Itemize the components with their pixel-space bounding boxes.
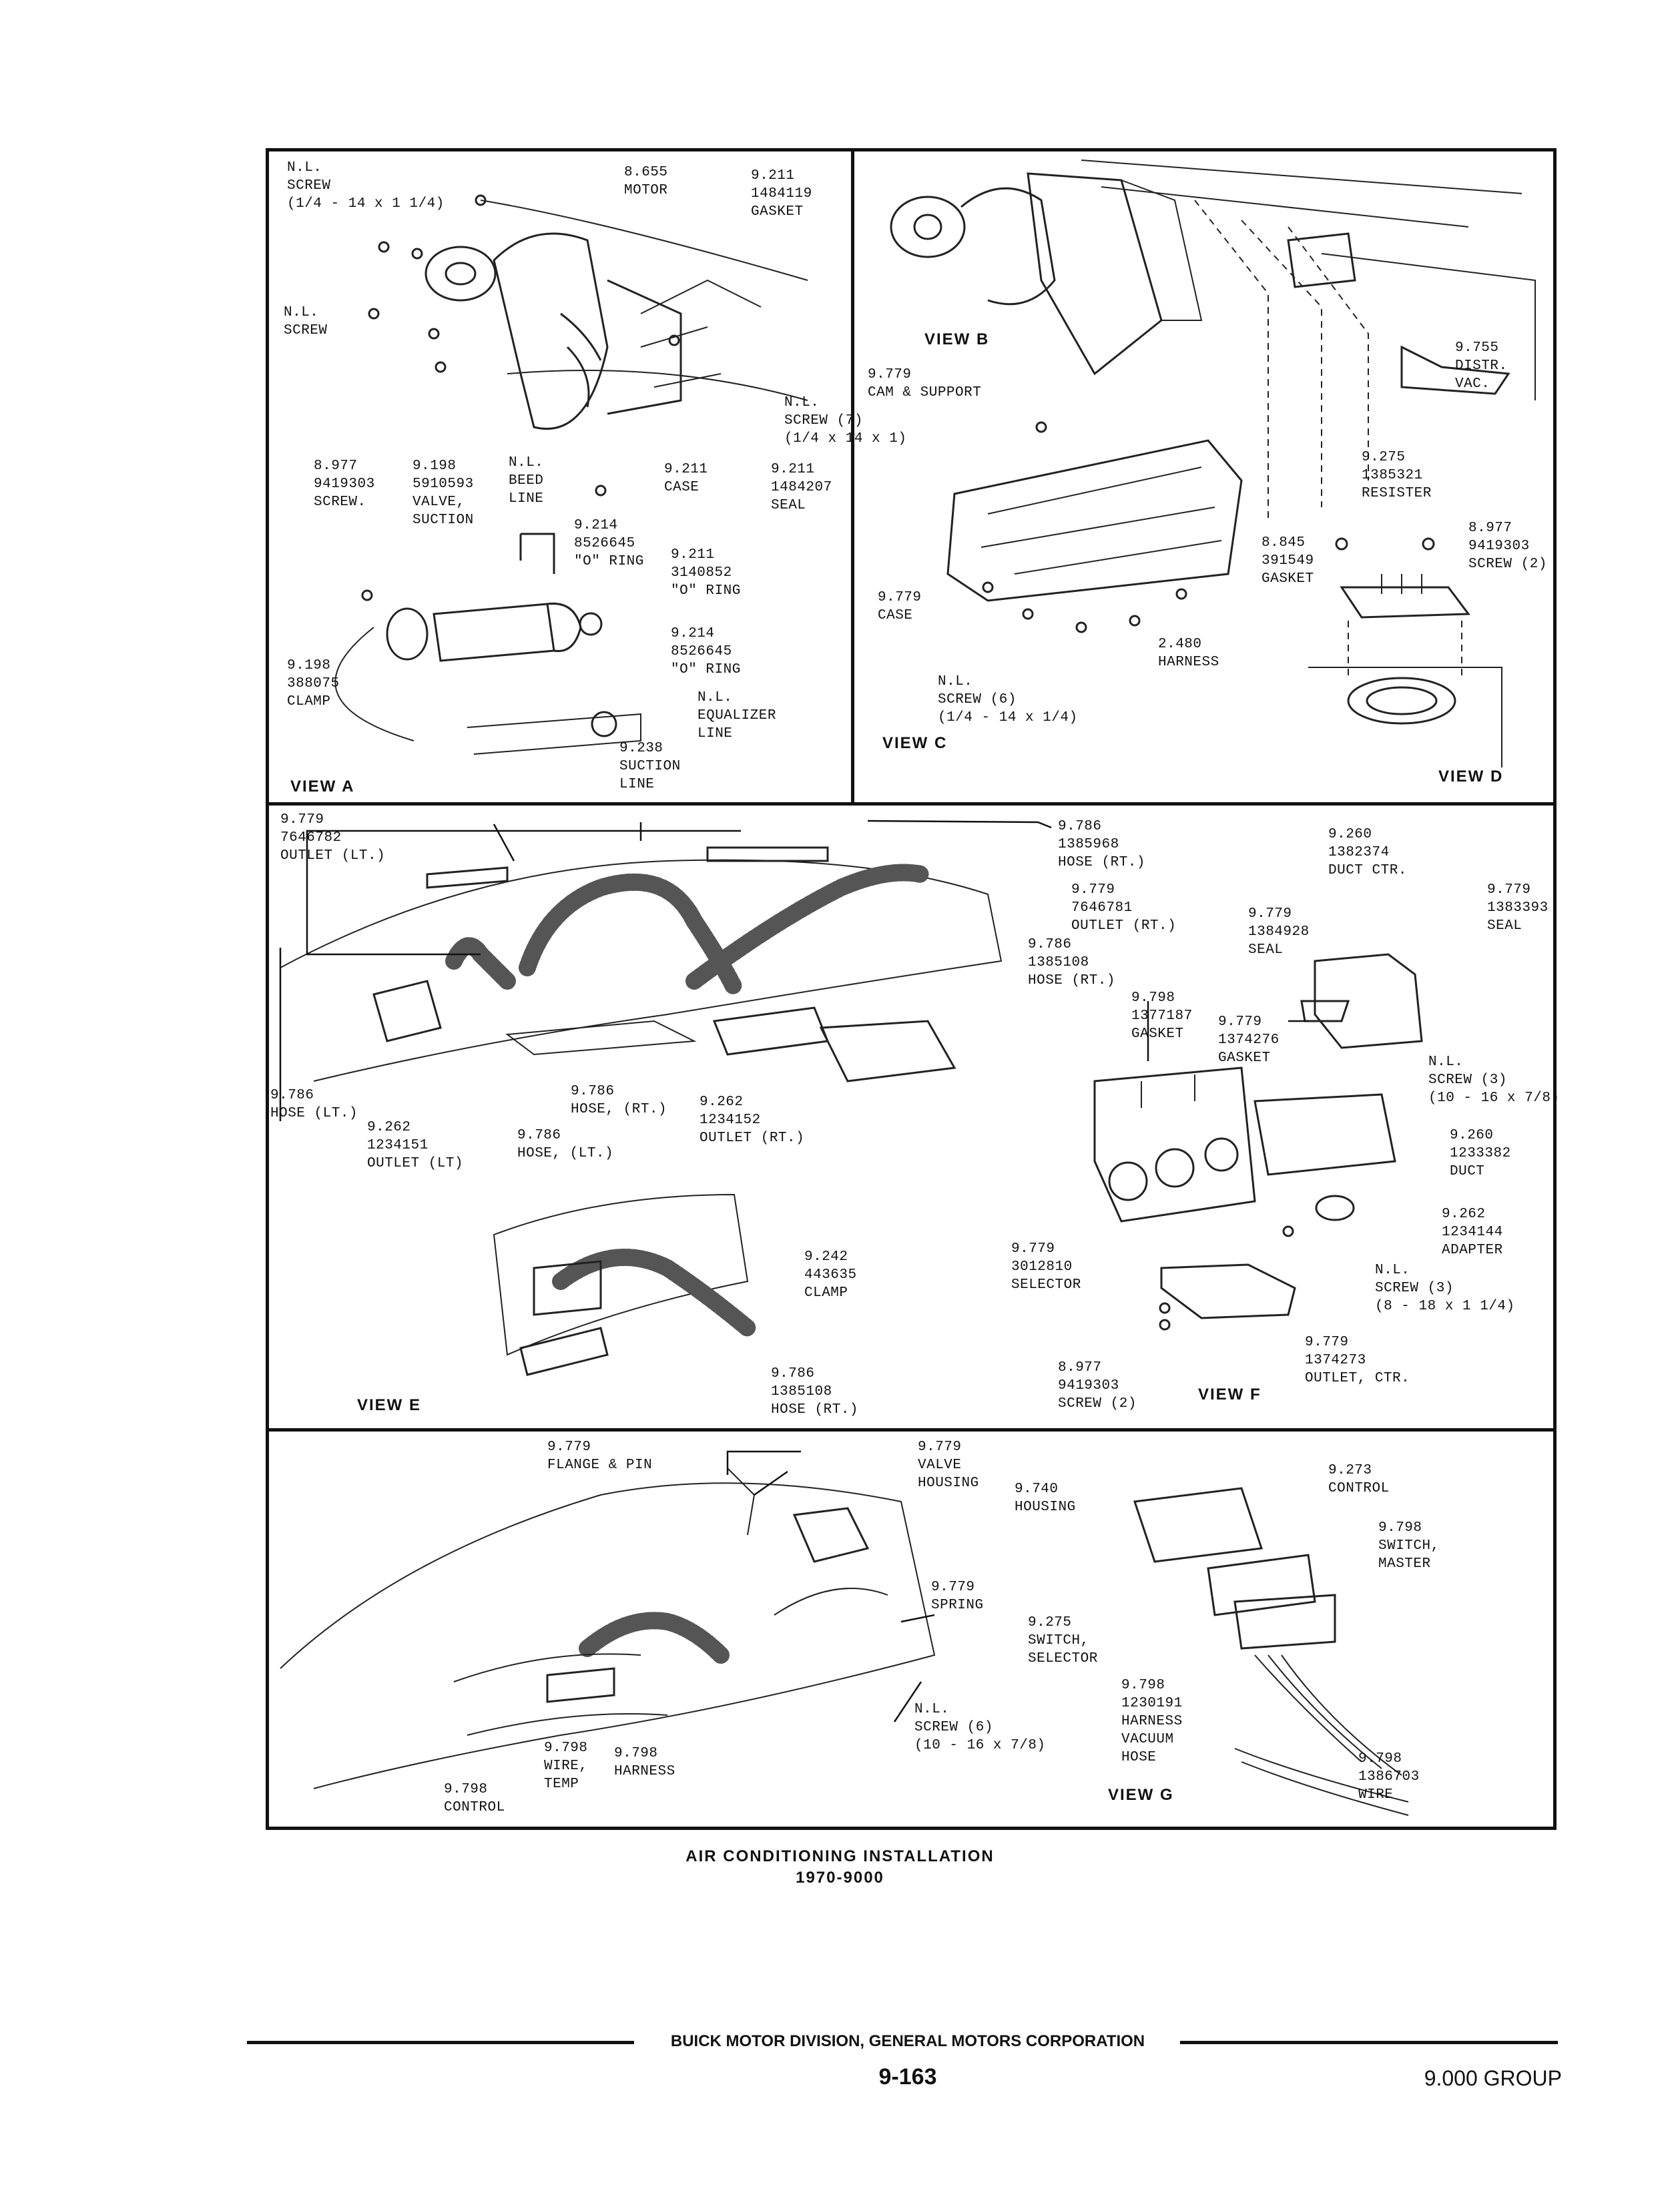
label-harness-vacuum-hose: 9.798 1230191 HARNESS VACUUM HOSE: [1121, 1678, 1183, 1765]
label-clamp-443635: 9.242 443635 CLAMP: [804, 1249, 857, 1301]
view-a-title: VIEW A: [290, 777, 355, 796]
label-gasket-1484119: 9.211 1484119 GASKET: [751, 168, 812, 220]
label-valve-suction: 9.198 5910593 VALVE, SUCTION: [412, 458, 474, 528]
label-hose-rt-1385968: 9.786 1385968 HOSE (RT.): [1058, 819, 1146, 870]
divider-col-top: [851, 148, 854, 804]
label-duct-ctr: 9.260 1382374 DUCT CTR.: [1328, 827, 1407, 878]
view-g-title: VIEW G: [1108, 1786, 1174, 1804]
label-adapter: 9.262 1234144 ADAPTER: [1442, 1207, 1503, 1258]
label-nl-screw-2: N.L. SCREW: [284, 305, 328, 338]
divider-row1: [266, 802, 1557, 806]
label-control-9798: 9.798 CONTROL: [444, 1782, 505, 1815]
label-control-9273: 9.273 CONTROL: [1328, 1463, 1390, 1496]
label-screw-9419303-a: 8.977 9419303 SCREW.: [314, 458, 375, 510]
label-hose-rt-1385108-e: 9.786 1385108 HOSE (RT.): [771, 1366, 859, 1418]
label-motor: 8.655 MOTOR: [624, 165, 668, 198]
label-selector-3012810: 9.779 3012810 SELECTOR: [1011, 1241, 1081, 1293]
label-wire-1386703: 9.798 1386703 WIRE: [1358, 1751, 1420, 1803]
label-nl-screw-7: N.L. SCREW (7) (1/4 x 14 x 1): [784, 395, 907, 446]
label-nl-screw-6-g: N.L. SCREW (6) (10 - 16 x 7/8): [914, 1702, 1046, 1753]
label-seal-1383393: 9.779 1383393 SEAL: [1487, 882, 1549, 934]
view-b-title: VIEW B: [924, 330, 990, 348]
label-nl-screw-3-b: N.L. SCREW (3) (8 - 18 x 1 1/4): [1375, 1263, 1515, 1314]
label-suction-line: 9.238 SUCTION LINE: [619, 741, 681, 792]
caption-title: AIR CONDITIONING INSTALLATION: [685, 1847, 995, 1865]
label-switch-master: 9.798 SWITCH, MASTER: [1378, 1520, 1440, 1572]
footer-division: BUICK MOTOR DIVISION, GENERAL MOTORS COR…: [670, 2032, 1145, 2050]
label-distr-vac: 9.755 DISTR. VAC.: [1455, 340, 1508, 392]
view-d-title: VIEW D: [1438, 767, 1504, 786]
footer-page-number: 9-163: [878, 2064, 937, 2090]
label-hose-rt: 9.786 HOSE, (RT.): [571, 1084, 667, 1117]
view-c-title: VIEW C: [882, 734, 948, 752]
label-hose-lt-main: 9.786 HOSE (LT.): [270, 1088, 358, 1121]
label-beed-line: N.L. BEED LINE: [509, 455, 544, 507]
label-gasket-1374276: 9.779 1374276 GASKET: [1218, 1014, 1280, 1066]
label-flange-pin: 9.779 FLANGE & PIN: [547, 1440, 653, 1473]
label-nl-screw-1: N.L. SCREW (1/4 - 14 x 1 1/4): [287, 160, 445, 212]
label-case-a: 9.211 CASE: [664, 462, 708, 495]
view-f-title: VIEW F: [1198, 1385, 1262, 1403]
label-screw-9419303-d: 8.977 9419303 SCREW (2): [1468, 521, 1547, 572]
diagram-frame: [266, 148, 1557, 1830]
label-duct-1233382: 9.260 1233382 DUCT: [1450, 1128, 1511, 1179]
label-cam-support: 9.779 CAM & SUPPORT: [868, 367, 982, 400]
label-harness-9798: 9.798 HARNESS: [614, 1746, 675, 1779]
label-housing-9740: 9.740 HOUSING: [1015, 1482, 1076, 1515]
label-equalizer-line: N.L. EQUALIZER LINE: [697, 690, 776, 741]
label-harness-2480: 2.480 HARNESS: [1158, 637, 1219, 670]
label-nl-screw-3-a: N.L. SCREW (3) (10 - 16 x 7/8): [1428, 1054, 1560, 1106]
label-outlet-lt-1234151: 9.262 1234151 OUTLET (LT): [367, 1120, 464, 1171]
footer-rule-right: [1180, 2041, 1558, 2044]
label-outlet-lt-7646782: 9.779 7646782 OUTLET (LT.): [280, 812, 386, 864]
label-clamp-388075: 9.198 388075 CLAMP: [287, 658, 340, 709]
label-case-c: 9.779 CASE: [878, 590, 922, 623]
label-switch-selector: 9.275 SWITCH, SELECTOR: [1028, 1615, 1098, 1666]
label-o-ring-3140852: 9.211 3140852 "O" RING: [671, 547, 741, 599]
view-e-title: VIEW E: [357, 1396, 422, 1414]
label-nl-screw-6-c: N.L. SCREW (6) (1/4 - 14 x 1/4): [938, 674, 1078, 725]
label-gasket-1377187: 9.798 1377187 GASKET: [1131, 990, 1193, 1042]
label-wire-temp: 9.798 WIRE, TEMP: [544, 1741, 588, 1792]
label-seal-1484207: 9.211 1484207 SEAL: [771, 462, 832, 513]
divider-row2: [266, 1428, 1557, 1432]
label-hose-rt-1385108-a: 9.786 1385108 HOSE (RT.): [1028, 937, 1116, 988]
label-valve-housing: 9.779 VALVE HOUSING: [918, 1440, 979, 1491]
label-seal-1384928: 9.779 1384928 SEAL: [1248, 906, 1310, 958]
label-outlet-ctr: 9.779 1374273 OUTLET, CTR.: [1305, 1335, 1410, 1386]
label-outlet-rt-1234152: 9.262 1234152 OUTLET (RT.): [699, 1094, 805, 1146]
label-outlet-rt-7646781: 9.779 7646781 OUTLET (RT.): [1071, 882, 1177, 934]
label-hose-lt: 9.786 HOSE, (LT.): [517, 1128, 614, 1161]
label-screw-9419303-f: 8.977 9419303 SCREW (2): [1058, 1360, 1137, 1412]
label-o-ring-8526645-a: 9.214 8526645 "O" RING: [574, 518, 644, 569]
label-spring: 9.779 SPRING: [931, 1580, 984, 1613]
footer-rule-left: [247, 2041, 634, 2044]
label-gasket-391549: 8.845 391549 GASKET: [1262, 535, 1314, 587]
footer-group: 9.000 GROUP: [1424, 2066, 1562, 2090]
caption-subtitle: 1970-9000: [796, 1869, 884, 1887]
label-resister: 9.275 1385321 RESISTER: [1362, 450, 1432, 501]
label-o-ring-8526645-b: 9.214 8526645 "O" RING: [671, 626, 741, 677]
